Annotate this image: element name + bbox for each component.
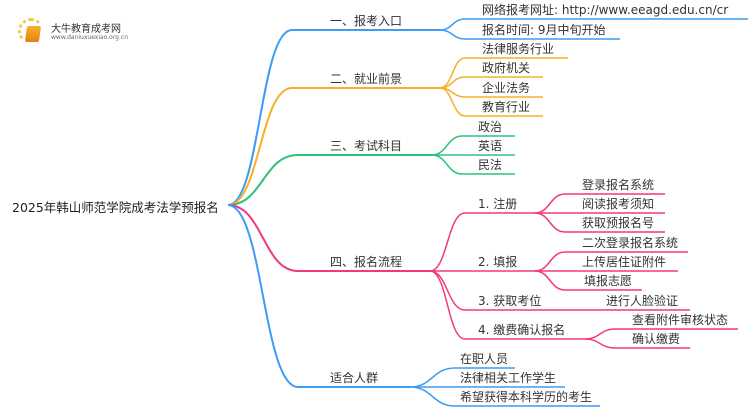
- branch-connector: [227, 204, 299, 388]
- logo-url: www.daniuxuexiao.org.cn: [51, 34, 128, 41]
- topic-connector: [439, 87, 466, 117]
- subtopic-node: 确认缴费: [632, 332, 681, 346]
- branch-node: 二、就业前景: [330, 72, 403, 86]
- topic-node: 民法: [478, 158, 503, 172]
- subtopic-node: 二次登录报名系统: [582, 236, 679, 250]
- topic-connector: [409, 386, 456, 407]
- subtopic-node: 登录报名系统: [582, 178, 655, 192]
- topic-node: 教育行业: [482, 100, 531, 114]
- subtopic-node: 阅读报考须知: [582, 197, 655, 211]
- branch-node: 三、考试科目: [330, 139, 403, 153]
- subtopic-node: 上传居住证附件: [582, 255, 667, 269]
- topic-connector: [439, 18, 466, 31]
- branch-connector: [227, 154, 299, 206]
- logo-name: 大牛教育成考网: [51, 24, 121, 35]
- topic-connector: [409, 367, 456, 388]
- topic-node: 网络报考网址: http://www.eeagd.edu.cn/cr: [482, 3, 729, 17]
- logo: 大牛教育成考网 www.daniuxuexiao.org.cn: [18, 18, 138, 46]
- topic-connector: [429, 212, 466, 272]
- topic-node: 法律相关工作学生: [460, 371, 557, 385]
- logo-sun-icon: [18, 18, 44, 44]
- subtopic-node: 查看附件审核状态: [632, 313, 729, 327]
- topic-node: 法律服务行业: [482, 42, 555, 56]
- topic-connector: [439, 57, 466, 89]
- branch-connector: [227, 204, 299, 272]
- root-node: 2025年韩山师范学院成考法学预报名: [12, 200, 219, 215]
- topic-connector: [431, 154, 463, 175]
- topic-node: 政府机关: [482, 61, 531, 75]
- subtopic-connector: [584, 338, 616, 349]
- branch-node: 四、报名流程: [330, 255, 403, 269]
- topic-node: 2. 填报: [478, 255, 518, 269]
- topic-node: 4. 缴费确认报名: [478, 323, 566, 337]
- subtopic-node: 获取预报名号: [582, 216, 655, 230]
- subtopic-node: 填报志愿: [584, 274, 633, 288]
- topic-node: 1. 注册: [478, 197, 518, 211]
- subtopic-node: 进行人脸验证: [606, 294, 679, 308]
- branch-node: 一、报考入口: [330, 14, 403, 28]
- topic-node: 3. 获取考位: [478, 294, 542, 308]
- topic-connector: [439, 29, 466, 40]
- branch-connector: [227, 29, 293, 206]
- subtopic-connector: [584, 328, 616, 340]
- topic-connector: [429, 270, 466, 340]
- topic-node: 企业法务: [482, 81, 531, 95]
- subtopic-connector: [534, 270, 566, 291]
- topic-node: 希望获得本科学历的考生: [460, 390, 593, 404]
- topic-node: 政治: [478, 120, 503, 134]
- subtopic-connector: [534, 251, 566, 272]
- topic-node: 在职人员: [460, 352, 509, 366]
- topic-connector: [431, 135, 463, 156]
- subtopic-connector: [534, 193, 566, 214]
- topic-node: 英语: [478, 139, 503, 153]
- topic-node: 报名时间: 9月中旬开始: [482, 23, 606, 37]
- branch-connector: [227, 87, 293, 206]
- subtopic-connector: [534, 212, 566, 233]
- branch-node: 适合人群: [330, 371, 379, 385]
